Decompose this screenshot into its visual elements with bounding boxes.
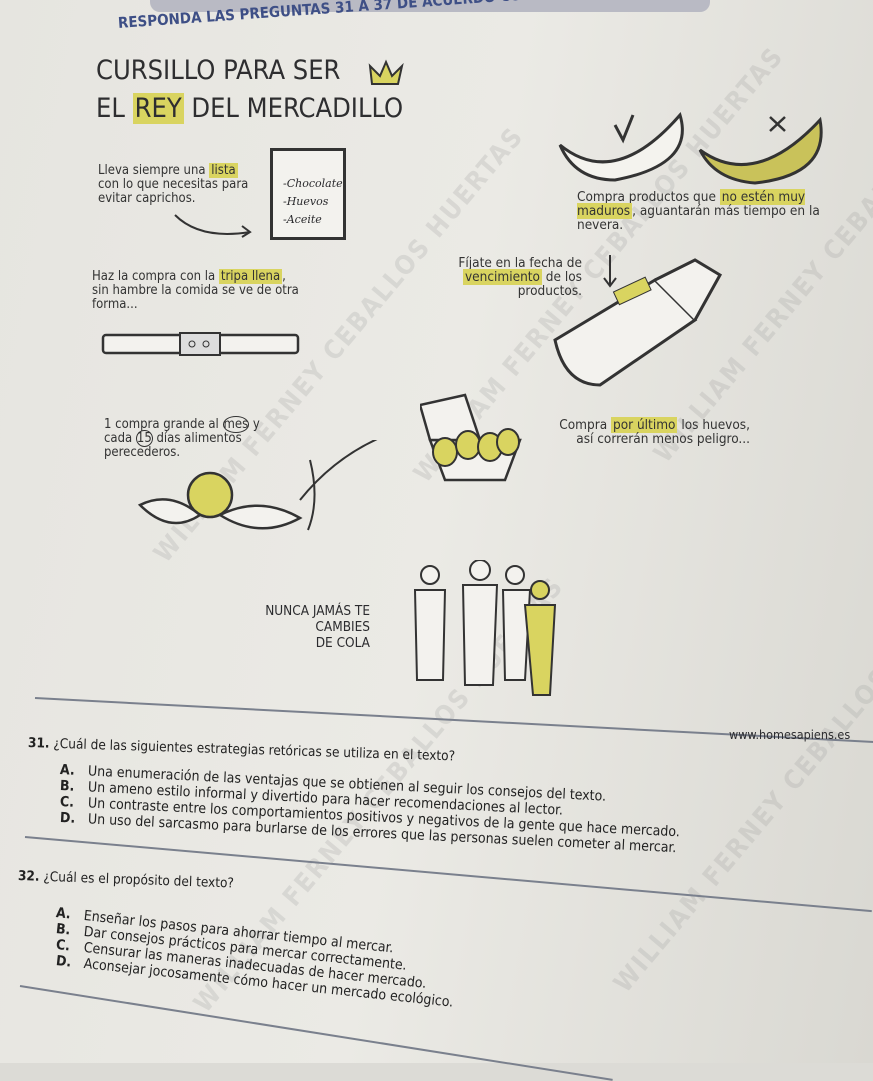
question-number: 31. xyxy=(27,735,50,752)
tip-text: Haz la compra con la xyxy=(92,269,219,284)
title-line-1: CURSILLO PARA SER xyxy=(96,55,341,86)
tip-monthly: 1 compra grande al mes y cada 15 días al… xyxy=(104,416,274,460)
bananas-illustration xyxy=(558,111,823,185)
tip-text: los huevos, así correrán menos peligro..… xyxy=(576,417,750,447)
tip-highlight: vencimiento xyxy=(462,269,542,285)
belt-illustration xyxy=(101,332,300,356)
circled-word: mes xyxy=(222,416,250,433)
tip-full-stomach: Haz la compra con la tripa llena, sin ha… xyxy=(92,269,302,312)
title-highlight: REY xyxy=(132,93,184,124)
option-letter: C. xyxy=(59,794,75,811)
tip-text: , sin hambre la comida se ve de otra for… xyxy=(92,269,299,312)
circled-number: 15 xyxy=(135,430,153,447)
tip-text: y cada xyxy=(104,417,260,446)
bread-bag-illustration xyxy=(553,255,723,387)
watermark: WILLIAM FERNEY CEBALLOS HUERTAS xyxy=(648,22,873,469)
option-letter: D. xyxy=(55,953,73,971)
title-text: EL xyxy=(96,93,133,124)
tip-expiry: Fíjate en la fecha de vencimiento de los… xyxy=(452,256,582,298)
option-letter: A. xyxy=(59,762,76,779)
title-text: DEL MERCADILLO xyxy=(183,93,404,124)
crown-icon xyxy=(368,59,404,85)
tip-text: días alimentos perecederos. xyxy=(104,431,242,460)
tip-highlight: por último xyxy=(611,417,678,433)
tip-highlight: lista xyxy=(209,163,238,178)
tip-text: CAMBIES xyxy=(315,619,370,635)
infographic-title: CURSILLO PARA SER EL REY DEL MERCADILLO xyxy=(96,52,403,128)
tip-text: Lleva siempre una xyxy=(98,163,210,178)
question-text: 32. ¿Cuál es el propósito del texto? xyxy=(18,868,234,892)
tip-queue: NUNCA JAMÁS TE CAMBIES DE COLA xyxy=(250,603,370,651)
food-illustration xyxy=(137,440,378,531)
egg-carton-illustration xyxy=(420,393,522,482)
tip-text: Compra productos que xyxy=(577,189,720,205)
tip-text: NUNCA JAMÁS TE xyxy=(265,603,370,619)
question-32: 32. ¿Cuál es el propósito del texto? xyxy=(18,868,234,892)
list-item: -Aceite xyxy=(283,213,322,226)
tip-highlight: tripa llena xyxy=(218,269,283,284)
tip-text: , aguantarán más tiempo en la nevera. xyxy=(577,203,820,233)
tip-text: Compra xyxy=(559,417,611,433)
question-prompt: ¿Cuál de las siguientes estrategias retó… xyxy=(53,735,456,765)
tip-text: Fíjate en la fecha de xyxy=(458,255,582,271)
tip-text: 1 compra grande al xyxy=(104,417,223,432)
tip-text: de los productos. xyxy=(517,269,582,299)
title-line-2: EL REY DEL MERCADILLO xyxy=(96,90,403,128)
question-prompt: ¿Cuál es el propósito del texto? xyxy=(43,868,235,892)
source-url: www.homesapiens.es xyxy=(729,727,851,742)
tip-list: Lleva siempre una lista con lo que neces… xyxy=(98,163,258,206)
divider xyxy=(19,985,613,1081)
list-item: -Chocolate xyxy=(283,177,343,190)
question-31: 31. ¿Cuál de las siguientes estrategias … xyxy=(27,735,873,764)
list-item: -Huevos xyxy=(283,195,329,208)
tip-eggs: Compra por último los huevos, así correr… xyxy=(540,417,750,447)
queue-people-illustration xyxy=(413,560,557,696)
arrow-icon xyxy=(174,214,252,238)
tip-text: DE COLA xyxy=(315,635,370,651)
tip-ripe: Compra productos que no estén muy maduro… xyxy=(577,189,847,233)
question-number: 32. xyxy=(17,868,40,885)
header-band xyxy=(150,0,710,12)
option-letter: D. xyxy=(59,810,76,827)
shopping-list-note: -Chocolate -Huevos -Aceite xyxy=(270,148,346,240)
tip-text: con lo que necesitas para evitar caprich… xyxy=(98,177,249,206)
option-letter: B. xyxy=(59,778,75,795)
